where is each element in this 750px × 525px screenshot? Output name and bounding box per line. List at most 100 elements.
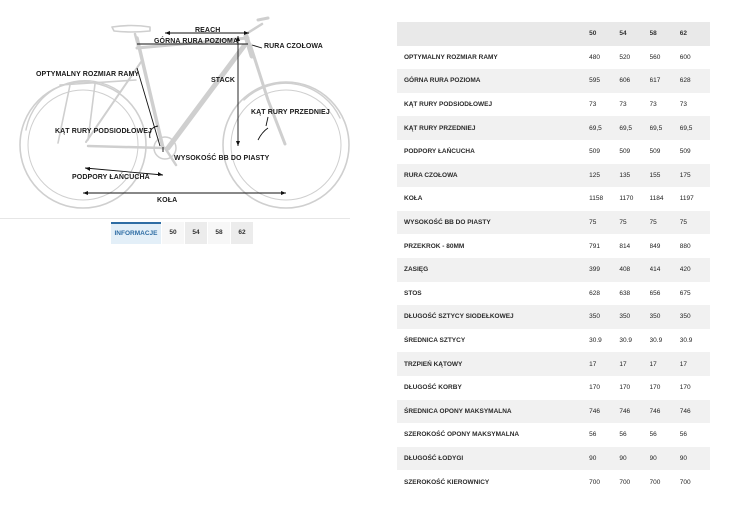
row-value: 175 [679, 163, 710, 188]
label-head-tube: RURA CZOŁOWA [264, 43, 323, 50]
frame-chainstay [86, 144, 165, 150]
rear-fender [25, 80, 121, 131]
row-value: 56 [679, 423, 710, 447]
row-value: 30.9 [649, 328, 680, 353]
row-value: 170 [649, 375, 680, 400]
label-seat-angle: KĄT RURY PODSIODŁOWEJ [55, 128, 152, 135]
row-value: 1197 [679, 187, 710, 211]
row-value: 170 [619, 375, 650, 400]
row-value: 399 [589, 257, 620, 282]
row-label: ZASIĘG [397, 257, 590, 282]
bike-geometry-diagram: REACH GÓRNA RURA POZIOMA RURA CZOŁOWA OP… [0, 0, 360, 215]
row-value: 606 [619, 69, 650, 93]
row-value: 350 [619, 305, 650, 329]
row-value: 17 [649, 352, 680, 376]
row-value: 600 [679, 45, 710, 70]
row-value: 746 [649, 399, 680, 424]
stem [244, 22, 264, 36]
row-value: 700 [619, 470, 650, 494]
reach-arrow-left [165, 31, 170, 35]
row-label: KĄT RURY PODSIODŁOWEJ [397, 92, 590, 117]
chainstay-arrow-left [85, 167, 90, 171]
front-wheel-outer [222, 81, 350, 209]
row-label: TRZPIEŃ KĄTOWY [397, 352, 590, 376]
crank-arm [163, 146, 178, 167]
table-header-54: 54 [619, 22, 650, 46]
row-label: DŁUGOŚĆ ŁODYGI [397, 446, 590, 471]
row-value: 56 [619, 423, 650, 447]
row-value: 628 [679, 69, 710, 93]
front-fender [243, 82, 341, 119]
label-bb-height: WYSOKOŚĆ BB DO PIASTY [174, 155, 270, 162]
fork [248, 42, 287, 146]
row-value: 420 [679, 257, 710, 282]
bike-outline-graphic [19, 16, 350, 209]
row-value: 408 [619, 257, 650, 282]
row-value: 170 [589, 375, 620, 400]
row-value: 75 [589, 210, 620, 235]
row-value: 350 [649, 305, 680, 329]
wheelbase-arrow-left [83, 191, 88, 195]
size-tabs: INFORMACJE 50 54 58 62 [111, 222, 254, 244]
table-header-62: 62 [679, 22, 710, 46]
head-angle-arc [257, 127, 269, 141]
row-value: 638 [619, 281, 650, 306]
row-value: 791 [589, 234, 620, 258]
row-value: 56 [649, 423, 680, 447]
row-label: OPTYMALNY ROZMIAR RAMY [397, 45, 590, 70]
row-label: KOŁA [397, 187, 590, 211]
table-header-50: 50 [589, 22, 620, 46]
row-value: 17 [619, 352, 650, 376]
tab-size-50[interactable]: 50 [162, 222, 184, 244]
tab-size-58[interactable]: 58 [208, 222, 230, 244]
row-value: 350 [679, 305, 710, 329]
row-value: 30.9 [589, 328, 620, 353]
row-value: 746 [589, 399, 620, 424]
row-label: DŁUGOŚĆ SZTYCY SIODEŁKOWEJ [397, 305, 590, 329]
reach-arrow-right [244, 31, 249, 35]
row-value: 69,5 [619, 116, 650, 140]
row-value: 56 [589, 423, 620, 447]
row-value: 509 [679, 139, 710, 164]
row-value: 746 [679, 399, 710, 424]
row-label: GÓRNA RURA POZIOMA [397, 69, 590, 93]
label-top-tube: GÓRNA RURA POZIOMA [154, 38, 239, 45]
row-value: 90 [589, 446, 620, 471]
row-value: 30.9 [679, 328, 710, 353]
rear-wheel-outer [19, 81, 147, 209]
row-value: 560 [649, 45, 680, 70]
tab-size-54[interactable]: 54 [185, 222, 207, 244]
row-value: 628 [589, 281, 620, 306]
row-label: SZEROKOŚĆ OPONY MAKSYMALNA [397, 423, 590, 447]
head-angle-pointer [265, 116, 269, 127]
label-frame-size: OPTYMALNY ROZMIAR RAMY [36, 71, 140, 78]
row-value: 520 [619, 45, 650, 70]
saddle [111, 24, 151, 33]
front-wheel-inner [230, 89, 342, 201]
tab-informacje[interactable]: INFORMACJE [111, 222, 161, 244]
label-head-angle: KĄT RURY PRZEDNIEJ [251, 109, 330, 116]
row-value: 509 [619, 139, 650, 164]
tab-size-62[interactable]: 62 [231, 222, 253, 244]
rear-wheel-inner [27, 89, 139, 201]
row-label: KĄT RURY PRZEDNIEJ [397, 116, 590, 140]
row-value: 90 [679, 446, 710, 471]
row-label: RURA CZOŁOWA [397, 163, 590, 188]
seat-angle-arc [149, 125, 159, 139]
row-value: 17 [589, 352, 620, 376]
row-value: 1158 [589, 187, 620, 211]
table-header-label [397, 22, 590, 46]
frame-size-line [136, 67, 161, 147]
head-tube [243, 33, 255, 59]
row-value: 350 [589, 305, 620, 329]
row-value: 849 [649, 234, 680, 258]
row-value: 700 [589, 470, 620, 494]
